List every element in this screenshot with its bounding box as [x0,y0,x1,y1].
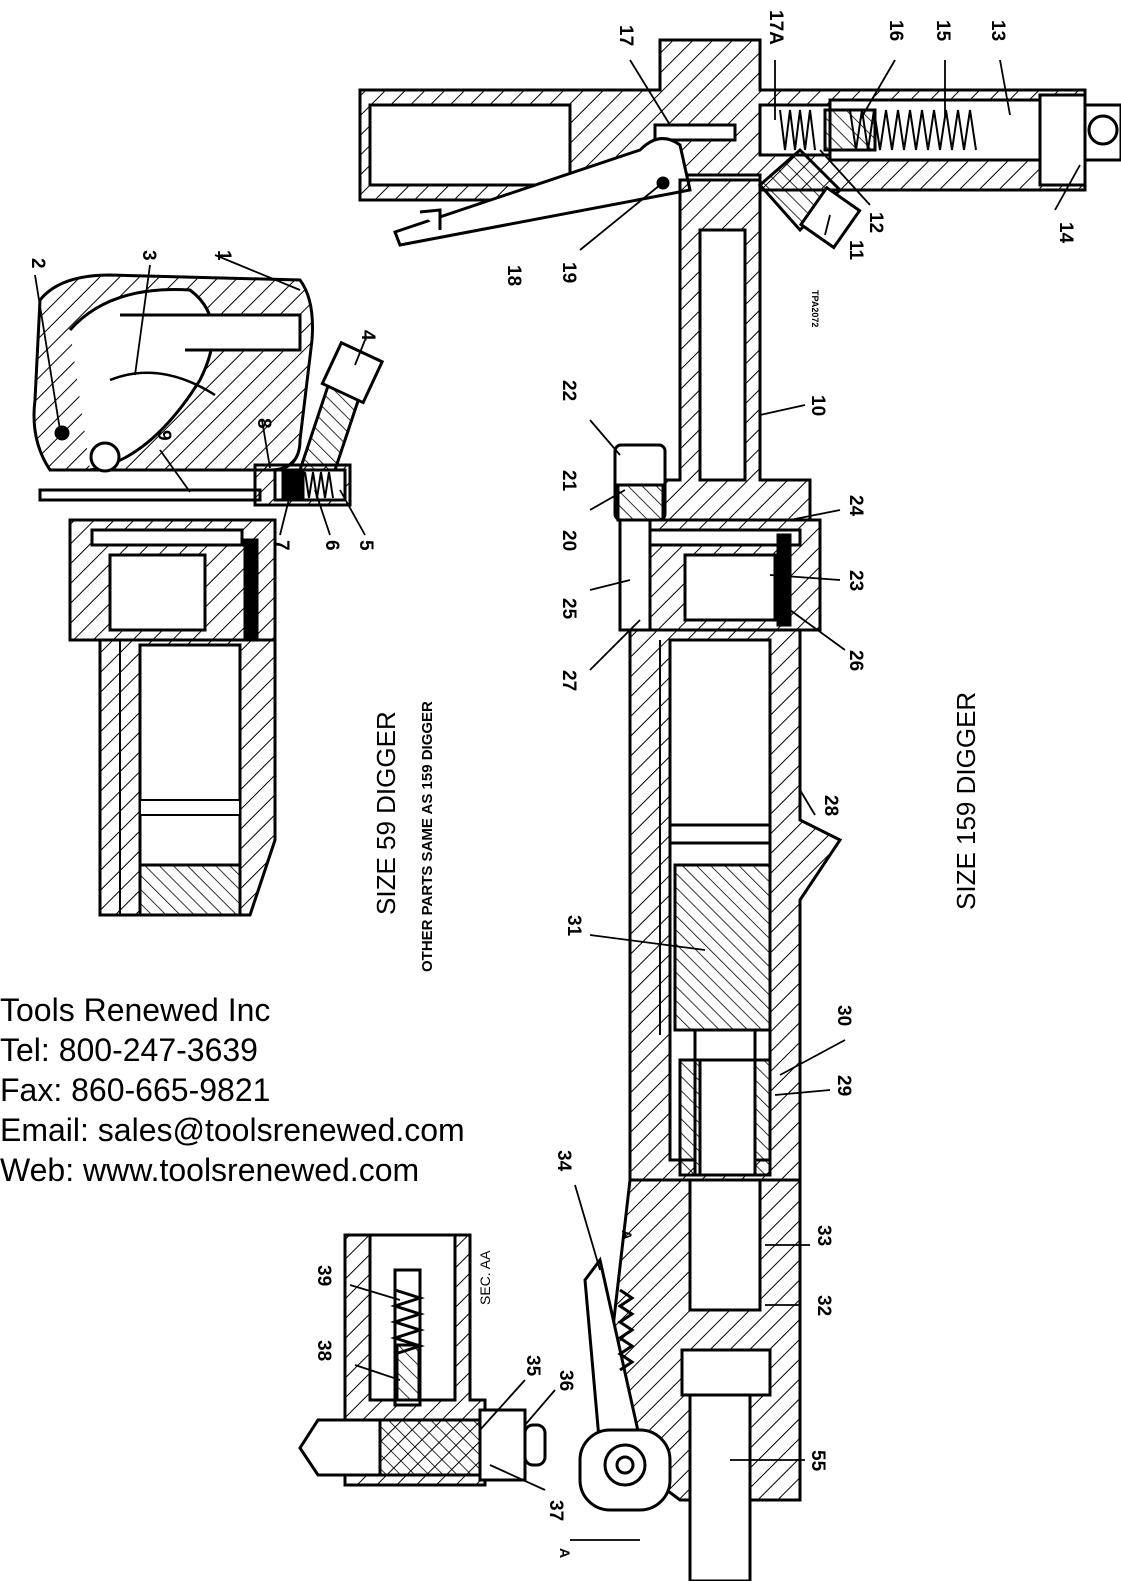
callout-36: 36 [555,1370,576,1391]
callout-a-top: A [619,1230,635,1240]
callout-30: 30 [833,1005,854,1026]
callout-1: 1 [213,250,234,261]
callout-labels: 1 2 3 4 5 6 7 8 9 10 11 12 13 14 15 16 1… [27,10,1076,1558]
callout-29: 29 [833,1075,854,1096]
section-aa-drawing [298,1233,547,1487]
callout-26: 26 [845,650,866,671]
callout-28: 28 [820,795,841,816]
callout-7: 7 [271,540,292,551]
callout-39: 39 [313,1265,334,1286]
section-aa-leader-lines [349,1284,556,1491]
callout-33: 33 [813,1225,834,1246]
size59-leader-lines [34,254,366,536]
callout-14: 14 [1055,222,1076,244]
section-aa-label: SEC. AA [477,1250,493,1305]
callout-9: 9 [153,430,174,441]
fax: Fax: 860-665-9821 [0,1072,271,1108]
drawing-number: TPA2072 [810,290,820,327]
callout-24: 24 [845,495,866,517]
callout-19: 19 [558,262,579,283]
callout-21: 21 [558,470,579,492]
callout-37: 37 [545,1500,566,1521]
callout-35: 35 [522,1355,543,1377]
size159-title: SIZE 159 DIGGER [951,692,981,910]
contact-block: Tools Renewed Inc Tel: 800-247-3639 Fax:… [0,990,560,1190]
callout-6: 6 [321,540,342,551]
callout-16: 16 [885,20,906,41]
callout-38: 38 [313,1340,334,1361]
callout-2: 2 [27,258,48,269]
callout-15: 15 [932,20,953,42]
captions: SIZE 59 DIGGER OTHER PARTS SAME AS 159 D… [371,290,981,1305]
callout-34: 34 [553,1150,574,1172]
callout-32: 32 [813,1295,834,1316]
callout-12: 12 [865,212,886,233]
telephone: Tel: 800-247-3639 [0,1032,258,1068]
callout-8: 8 [253,418,274,429]
callout-4: 4 [357,330,378,341]
size59-note: OTHER PARTS SAME AS 159 DIGGER [419,701,436,972]
callout-31: 31 [563,915,584,937]
company-name: Tools Renewed Inc [0,992,271,1028]
callout-23: 23 [845,570,866,591]
size159-digger-drawing [358,38,1121,1581]
callout-25: 25 [558,598,579,620]
callout-22: 22 [558,380,579,401]
callout-13: 13 [987,20,1008,41]
callout-11: 11 [845,240,866,261]
email: Email: sales@toolsrenewed.com [0,1112,465,1148]
callout-27: 27 [558,670,579,691]
callout-17: 17 [615,25,636,46]
size59-title: SIZE 59 DIGGER [371,711,401,915]
callout-18: 18 [503,265,524,286]
callout-10: 10 [807,395,828,416]
website: Web: www.toolsrenewed.com [0,1152,420,1188]
callout-a-bottom: A [557,1548,573,1558]
callout-17a: 17A [765,10,786,45]
callout-5: 5 [355,540,376,551]
size59-digger-drawing [32,273,385,917]
callout-20: 20 [558,530,579,551]
callout-55: 55 [807,1450,828,1472]
callout-3: 3 [138,250,159,261]
size159-leader-lines [570,59,1081,1541]
